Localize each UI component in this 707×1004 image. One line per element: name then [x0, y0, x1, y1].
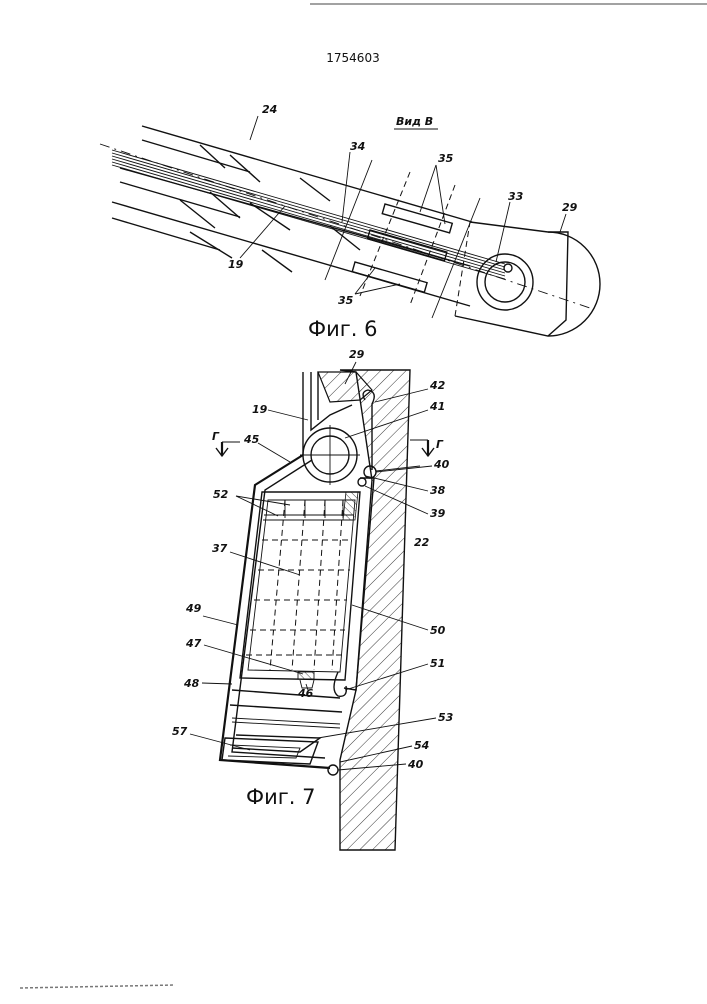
fig7-label-45: 45	[243, 433, 260, 446]
fig7-tank-53	[232, 718, 340, 752]
fig7-label-38: 38	[430, 484, 446, 497]
fig6-view-label: Вид В	[396, 115, 433, 128]
fig6-center-line	[100, 144, 590, 308]
fig6-label-29: 29	[562, 201, 578, 214]
fig7-tray-57	[222, 738, 318, 764]
fig7-label-41: 41	[429, 400, 445, 413]
fig6-caption: Фиг. 6	[308, 317, 377, 341]
fig7-label-48: 48	[183, 677, 200, 690]
fig7-caption: Фиг. 7	[246, 785, 315, 809]
fig6-label-24: 24	[262, 103, 277, 116]
fig7-label-49: 49	[185, 602, 202, 615]
fig7-roller-40-bottom	[328, 765, 338, 775]
fig6-beam-outline	[112, 126, 472, 306]
fig6-label-35-top: 35	[438, 152, 454, 165]
fig6-label-33: 33	[508, 190, 524, 203]
fig7-label-40-top: 40	[433, 458, 450, 471]
fig7-label-53: 53	[438, 711, 454, 724]
fig7-label-39: 39	[430, 507, 446, 520]
fig7-label-47: 47	[185, 637, 202, 650]
fig6-label-35-bottom: 35	[338, 294, 354, 307]
fig7-label-22: 22	[414, 536, 430, 549]
patent-number: 1754603	[326, 51, 379, 65]
fig7-label-52: 52	[213, 488, 229, 501]
fig7-pulley-41	[300, 425, 360, 485]
fig6-leaders	[240, 116, 566, 294]
fig7-label-51: 51	[430, 657, 445, 670]
fig6-label-19: 19	[228, 258, 244, 271]
fig7-label-57: 57	[172, 725, 188, 738]
fig7-roller-39	[358, 478, 366, 486]
fig7-label-42: 42	[429, 379, 446, 392]
fig7-hook-51	[334, 672, 346, 696]
fig7-label-40-bottom: 40	[407, 758, 424, 771]
scan-bottom-noise	[20, 985, 175, 988]
fig7-label-50: 50	[430, 624, 446, 637]
fig7-section-mark-left: Г	[212, 430, 220, 443]
fig6-label-34: 34	[350, 140, 365, 153]
fig7-section-mark-right: Г	[436, 438, 444, 451]
figure-6: Вид В	[100, 103, 600, 341]
fig6-pulley	[477, 254, 533, 310]
fig7-label-46: 46	[297, 687, 314, 700]
fig7-label-37: 37	[212, 542, 228, 555]
figure-7: 29 42 19 41 Г Г 45 40 38 52 39 22 37 49 …	[172, 348, 454, 850]
fig7-label-54: 54	[414, 739, 429, 752]
fig7-label-29: 29	[349, 348, 365, 361]
fig7-battery-37	[240, 492, 360, 680]
fig7-label-19: 19	[252, 403, 268, 416]
